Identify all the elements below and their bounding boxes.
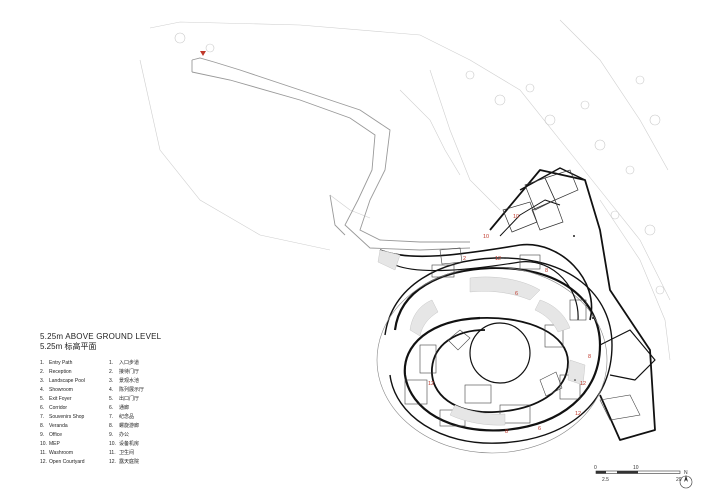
legend-item: 5. Exit Foyer 5. 出口门厅	[40, 395, 144, 404]
legend-item-cn: 入口步道	[119, 360, 140, 366]
legend-item-en: Reception	[49, 369, 72, 375]
legend-item: 3. Landscape Pool 3. 景观水池	[40, 377, 144, 386]
legend-item-cn: 纪念品	[119, 414, 135, 420]
legend-item-en: Entry Path	[49, 360, 73, 366]
legend-item-en: Souvenirs Shop	[49, 414, 85, 420]
room-numbers: 10 10 2 12 6 6 8 8 8 12 12 12	[428, 214, 591, 435]
scale-tick-2-5: 2.5	[602, 477, 609, 483]
legend-item-cn: 接待门厅	[119, 369, 140, 375]
legend-item-en: Washroom	[49, 450, 73, 456]
legend-item-cn: 出口门厅	[119, 396, 140, 402]
entrance-marker-icon	[200, 51, 206, 56]
legend-item-n: 6.	[40, 405, 45, 411]
legend-item-cn: 卫生间	[119, 450, 135, 456]
legend-item-n-cn: 2.	[109, 369, 114, 375]
legend-item-n-cn: 12.	[109, 459, 116, 465]
legend-item-en: Office	[49, 432, 62, 438]
legend-item-en: MEP	[49, 441, 60, 447]
room-number: 12	[575, 411, 581, 417]
interior-partitions	[404, 247, 641, 427]
legend-item-cn: 露天庭院	[119, 459, 140, 465]
legend-item-n: 5.	[40, 396, 45, 402]
legend-item-en: Corridor	[49, 405, 68, 411]
legend-item-n: 1.	[40, 360, 45, 366]
legend-item-n-cn: 7.	[109, 414, 114, 420]
legend-item-cn: 设备机房	[119, 441, 140, 447]
legend-item-n-cn: 3.	[109, 378, 114, 384]
room-number: 10	[513, 214, 519, 220]
room-number: 12	[495, 256, 501, 262]
legend-item-cn: 景观水池	[119, 378, 140, 384]
scale-bar: 0 2.5 10 20	[594, 465, 682, 483]
legend-item: 6. Corridor 6. 通廊	[40, 404, 144, 413]
room-number: 12	[580, 381, 586, 387]
room-number: 8	[545, 268, 548, 274]
legend-item: 8. Veranda 8. 螺旋游廊	[40, 422, 144, 431]
legend-item-n: 12.	[40, 459, 47, 465]
legend-item-n-cn: 4.	[109, 387, 114, 393]
room-number: 10	[483, 234, 489, 240]
legend-item-n: 4.	[40, 387, 45, 393]
legend-item-n: 8.	[40, 423, 45, 429]
legend-item-n-cn: 5.	[109, 396, 114, 402]
legend-item-en: Showroom	[49, 387, 73, 393]
legend-item-cn: 陈列展示厅	[119, 387, 145, 393]
legend-item: 9. Office 9. 办公	[40, 431, 144, 440]
legend: 5.25m ABOVE GROUND LEVEL 5.25m 标高平面 1. En…	[40, 332, 161, 467]
legend-item: 2. Reception 2. 接待门厅	[40, 368, 144, 377]
legend-item-n: 3.	[40, 378, 45, 384]
scale-tick-0: 0	[594, 465, 597, 471]
legend-item-cn: 办公	[119, 432, 130, 438]
ne-wing-rooms	[502, 169, 579, 233]
legend-item-en: Landscape Pool	[49, 378, 85, 384]
legend-item-cn: 通廊	[119, 405, 130, 411]
room-number: 8	[588, 354, 591, 360]
legend-item-en: Exit Foyer	[49, 396, 72, 402]
legend-title: 5.25m ABOVE GROUND LEVEL	[40, 332, 162, 341]
site-context	[139, 19, 671, 361]
north-label: N	[684, 470, 688, 476]
legend-item-n: 10.	[40, 441, 47, 447]
room-number: 6	[538, 426, 541, 432]
legend-item-n: 2.	[40, 369, 45, 375]
legend-item: 7. Souvenirs Shop 7. 纪念品	[40, 413, 144, 422]
legend-item: 4. Showroom 4. 陈列展示厅	[40, 386, 144, 395]
trees	[174, 32, 665, 295]
legend-item-n: 11.	[40, 450, 47, 456]
legend-item: 1. Entry Path 1. 入口步道	[40, 359, 144, 368]
scale-tick-10: 10	[633, 465, 639, 471]
legend-item-en: Open Courtyard	[49, 459, 85, 465]
planting-areas	[377, 249, 586, 426]
room-number: 8	[505, 429, 508, 435]
room-number: 12	[428, 381, 434, 387]
legend-item-n-cn: 11.	[109, 450, 116, 456]
columns	[504, 235, 594, 381]
legend-item-n: 9.	[40, 432, 45, 438]
legend-title-cn: 5.25m 标高平面	[40, 342, 97, 351]
legend-table: 1. Entry Path 1. 入口步道 2. Reception 2. 接待门厅 3. Lan…	[40, 359, 144, 467]
legend-item-n: 7.	[40, 414, 45, 420]
room-number: 2	[463, 256, 466, 262]
legend-item-n-cn: 8.	[109, 423, 114, 429]
scale-tick-20: 20	[676, 477, 682, 483]
legend-item-n-cn: 9.	[109, 432, 114, 438]
legend-item-cn: 螺旋游廊	[119, 423, 140, 429]
entry-path	[191, 57, 471, 251]
room-number: 6	[515, 291, 518, 297]
legend-item-n-cn: 1.	[109, 360, 114, 366]
legend-item-n-cn: 10.	[109, 441, 116, 447]
legend-item-en: Veranda	[49, 423, 68, 429]
north-arrow-icon: N	[679, 470, 693, 489]
legend-item-n-cn: 6.	[109, 405, 114, 411]
